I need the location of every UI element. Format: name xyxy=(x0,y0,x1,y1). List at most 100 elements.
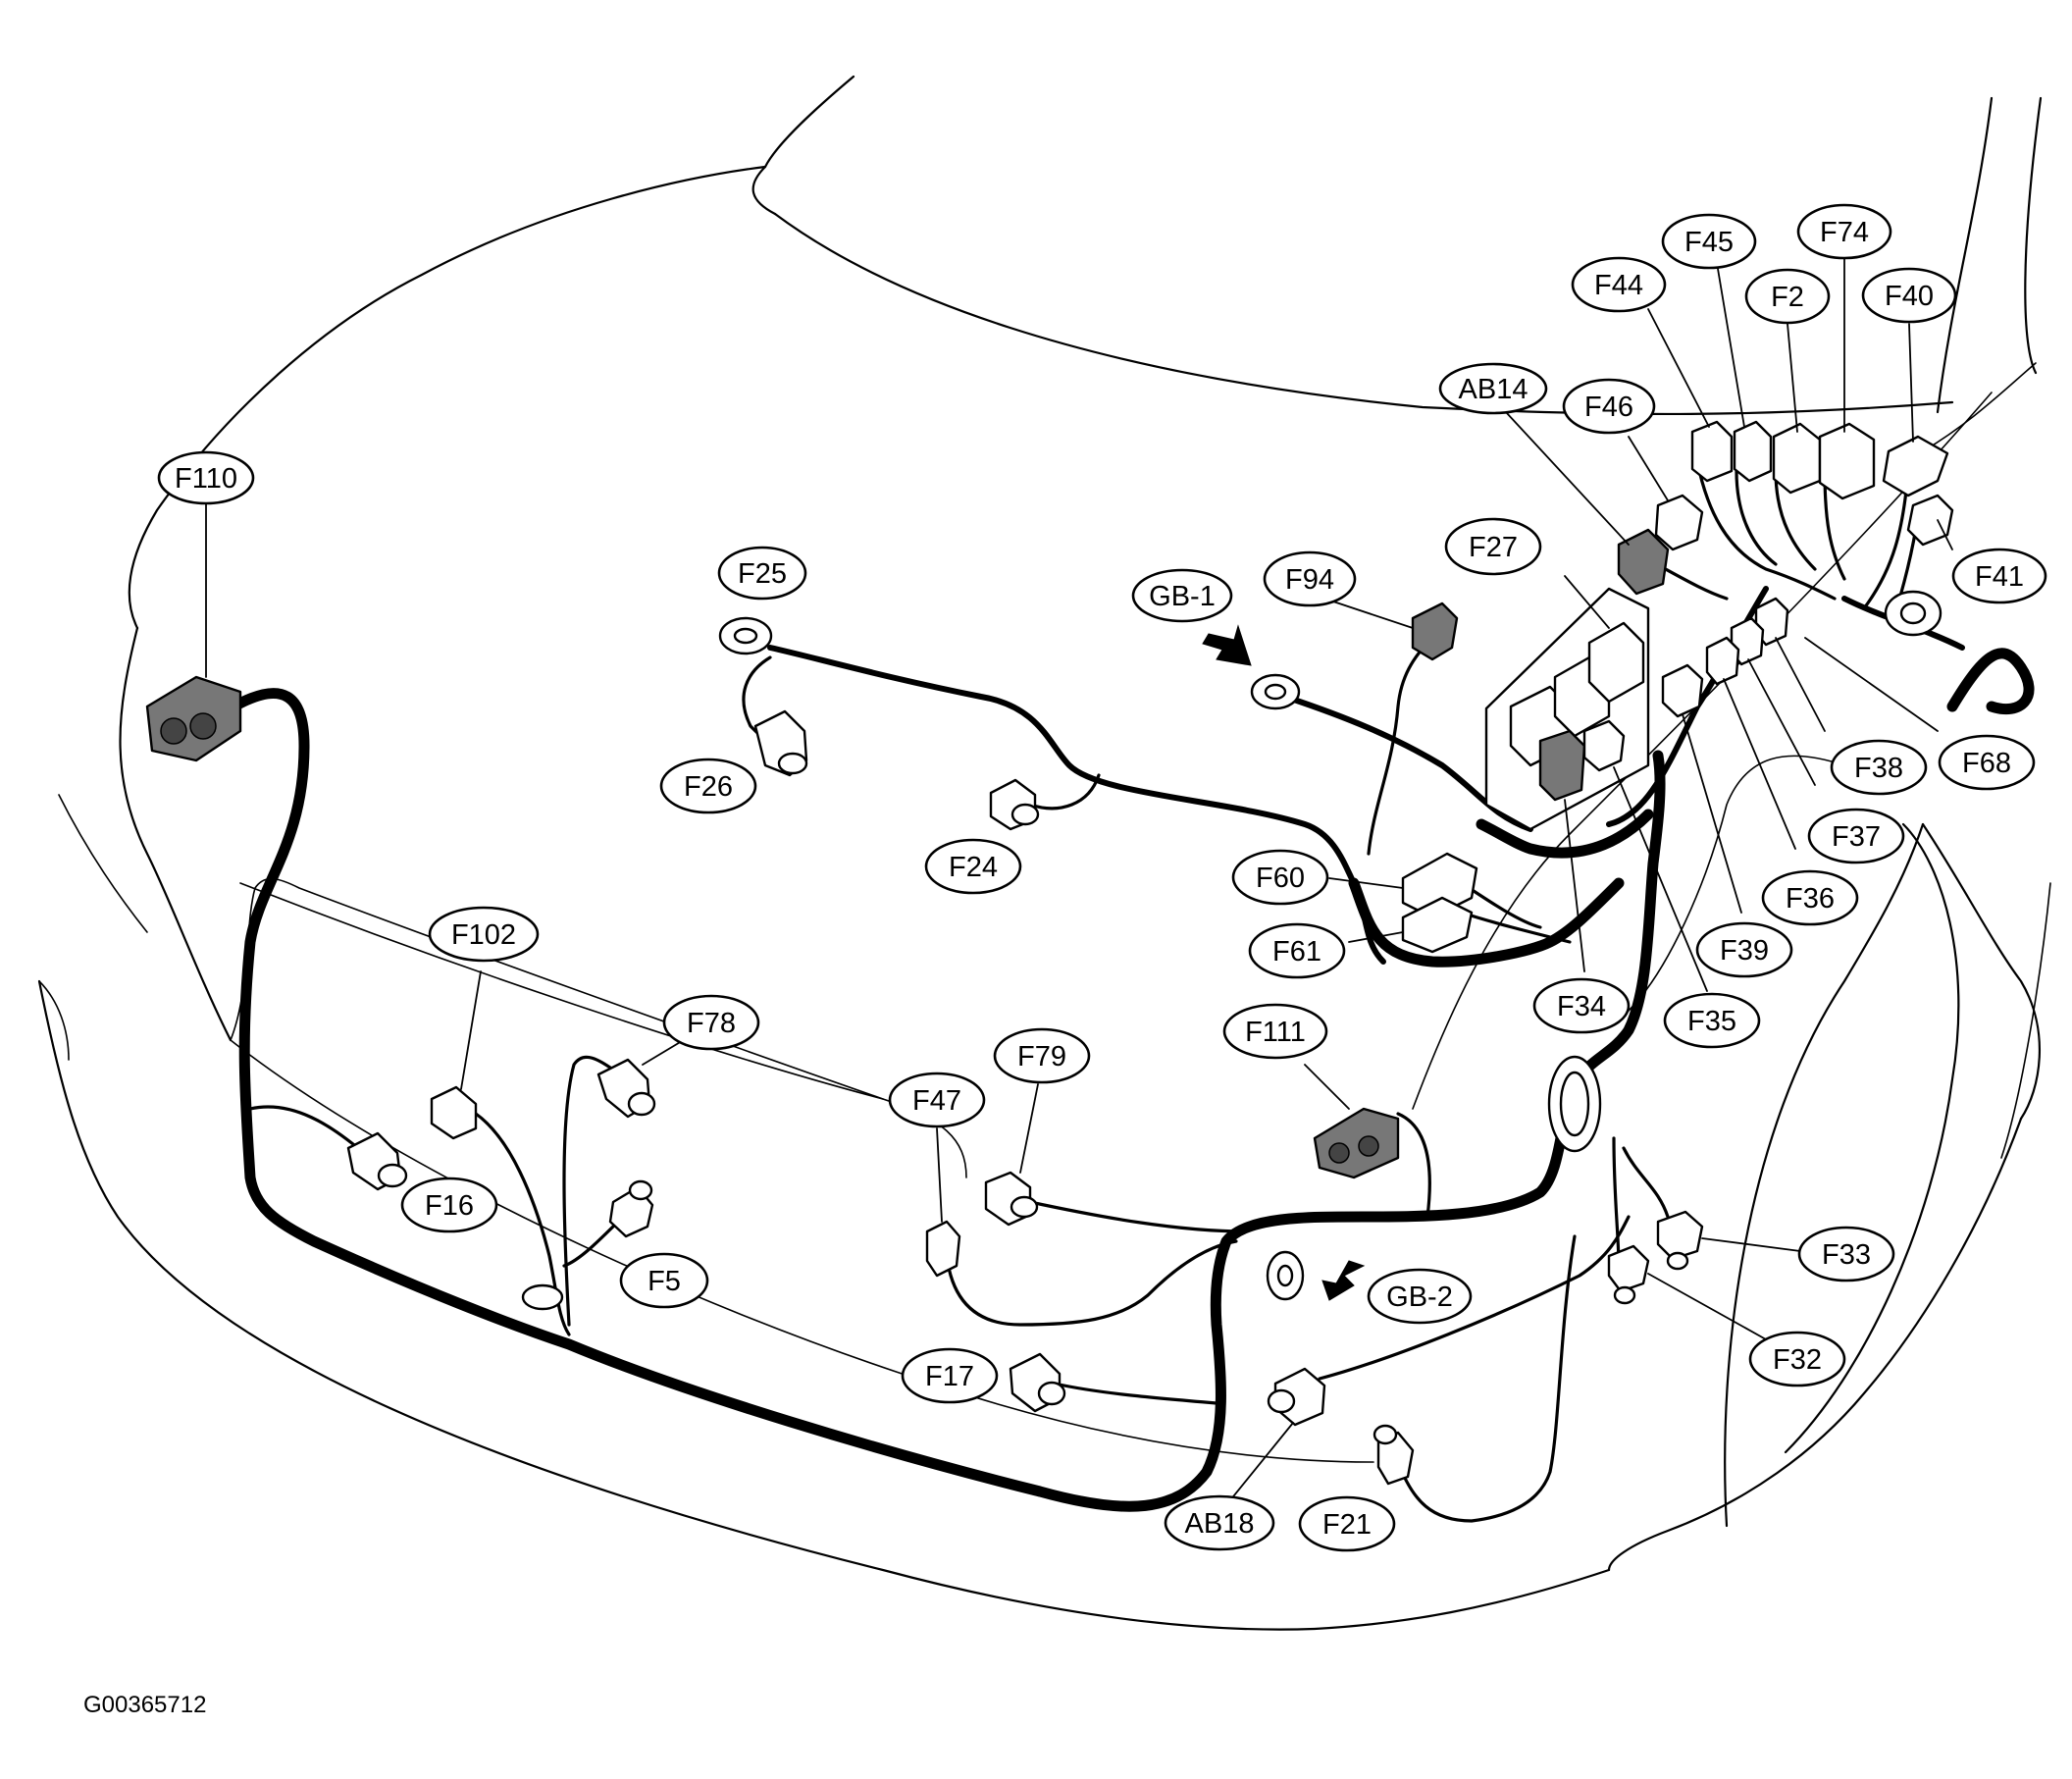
callout-gb1: GB-1 xyxy=(1131,568,1233,623)
svg-text:F34: F34 xyxy=(1557,991,1606,1022)
svg-text:F68: F68 xyxy=(1962,748,2011,779)
callout-labels: F110 F25 F26 F24 GB-1 F94 F27 AB14 F46 F… xyxy=(157,203,2047,1552)
gb1-arrow-icon xyxy=(1202,624,1252,666)
pointer-arrows xyxy=(1202,624,1366,1301)
svg-text:F25: F25 xyxy=(738,558,787,590)
connector-gb1 xyxy=(1250,673,1301,710)
svg-text:F26: F26 xyxy=(684,771,733,803)
connector-f78 xyxy=(596,1058,656,1119)
connector-f5 xyxy=(608,1179,654,1238)
connector-f47 xyxy=(925,1220,961,1278)
callout-f16: F16 xyxy=(400,1177,498,1233)
connector-f35 xyxy=(1582,719,1626,772)
callout-f26: F26 xyxy=(659,758,757,814)
svg-text:F35: F35 xyxy=(1687,1006,1736,1037)
connector-f41 xyxy=(1906,494,1954,547)
callout-f74: F74 xyxy=(1796,203,1892,260)
callout-f68: F68 xyxy=(1938,734,2036,791)
callout-f44: F44 xyxy=(1571,256,1667,313)
svg-text:F5: F5 xyxy=(648,1266,681,1297)
connector-f94 xyxy=(1411,602,1459,661)
callout-f27: F27 xyxy=(1444,517,1542,576)
callout-f78: F78 xyxy=(662,994,760,1051)
connector-f79 xyxy=(984,1171,1039,1227)
svg-text:F17: F17 xyxy=(925,1361,974,1392)
callout-f34: F34 xyxy=(1532,977,1631,1034)
svg-text:F24: F24 xyxy=(949,852,998,883)
callout-ab18: AB18 xyxy=(1164,1494,1275,1551)
callout-f17: F17 xyxy=(901,1347,999,1404)
svg-text:F39: F39 xyxy=(1720,935,1769,967)
svg-text:F27: F27 xyxy=(1469,532,1518,563)
connector-gb2 xyxy=(1266,1250,1305,1301)
svg-text:GB-2: GB-2 xyxy=(1386,1282,1453,1313)
connector-f21 xyxy=(1373,1424,1415,1486)
svg-text:F38: F38 xyxy=(1854,753,1903,784)
callout-f37: F37 xyxy=(1807,808,1905,864)
svg-text:F45: F45 xyxy=(1684,227,1734,258)
callout-f47: F47 xyxy=(888,1072,986,1128)
connector-f110 xyxy=(145,675,242,762)
svg-text:AB18: AB18 xyxy=(1185,1508,1255,1540)
svg-text:F110: F110 xyxy=(175,463,237,495)
connector-f102 xyxy=(430,1085,478,1140)
connector-f39 xyxy=(1661,663,1704,718)
connector-f68 xyxy=(1884,590,1942,637)
connector-f60 xyxy=(1401,852,1478,919)
callout-f5: F5 xyxy=(619,1252,709,1309)
callout-f21: F21 xyxy=(1298,1495,1396,1552)
svg-text:F44: F44 xyxy=(1594,270,1643,301)
svg-text:F41: F41 xyxy=(1975,561,2024,593)
callout-f36: F36 xyxy=(1761,869,1859,926)
connector-ab18 xyxy=(1267,1367,1326,1427)
connector-f45 xyxy=(1733,420,1773,483)
vehicle-body-outline xyxy=(37,75,2051,1631)
svg-text:F21: F21 xyxy=(1322,1509,1372,1541)
callout-f40: F40 xyxy=(1861,267,1957,324)
gb2-arrow-icon xyxy=(1321,1260,1366,1301)
callout-f45: F45 xyxy=(1661,213,1757,270)
svg-text:F61: F61 xyxy=(1272,936,1321,968)
connector-f2 xyxy=(1772,422,1822,495)
callout-f32: F32 xyxy=(1748,1331,1846,1387)
svg-text:F79: F79 xyxy=(1017,1041,1066,1073)
callout-f94: F94 xyxy=(1263,550,1357,607)
svg-text:F46: F46 xyxy=(1584,392,1633,423)
connector-f34 xyxy=(1538,729,1586,802)
figure-reference-code: G00365712 xyxy=(83,1692,206,1718)
callout-ab14: AB14 xyxy=(1438,362,1548,415)
svg-text:F47: F47 xyxy=(912,1085,961,1117)
callout-gb2: GB-2 xyxy=(1367,1268,1473,1325)
connector-f61 xyxy=(1401,896,1474,954)
callout-f39: F39 xyxy=(1695,921,1793,978)
callout-f35: F35 xyxy=(1663,992,1761,1049)
callout-f79: F79 xyxy=(993,1027,1091,1084)
callout-f33: F33 xyxy=(1797,1226,1895,1282)
grommet-left xyxy=(521,1283,564,1311)
svg-text:F111: F111 xyxy=(1245,1017,1306,1048)
svg-text:F102: F102 xyxy=(451,919,516,951)
svg-text:F37: F37 xyxy=(1832,821,1881,853)
connector-f26 xyxy=(753,709,808,777)
svg-text:F16: F16 xyxy=(425,1190,474,1222)
connector-f24 xyxy=(989,778,1040,831)
grommet-center xyxy=(1547,1055,1602,1153)
connector-f32 xyxy=(1607,1244,1650,1305)
connector-ab14 xyxy=(1617,528,1670,596)
callout-f46: F46 xyxy=(1562,378,1656,435)
connector-f17 xyxy=(1009,1352,1066,1413)
connector-f25 xyxy=(718,616,773,655)
svg-text:F32: F32 xyxy=(1773,1344,1822,1376)
connector-f33 xyxy=(1656,1210,1704,1271)
svg-text:F36: F36 xyxy=(1786,883,1835,915)
callout-f41: F41 xyxy=(1951,548,2047,604)
svg-text:F94: F94 xyxy=(1285,564,1334,596)
svg-text:GB-1: GB-1 xyxy=(1149,581,1216,612)
connector-f36 xyxy=(1705,636,1740,686)
connector-f111 xyxy=(1313,1107,1400,1179)
svg-text:F78: F78 xyxy=(687,1008,736,1039)
connector-f74 xyxy=(1818,422,1876,500)
callout-f111: F111 xyxy=(1222,1003,1328,1060)
callout-f60: F60 xyxy=(1231,849,1329,906)
connector-f16 xyxy=(346,1131,408,1191)
